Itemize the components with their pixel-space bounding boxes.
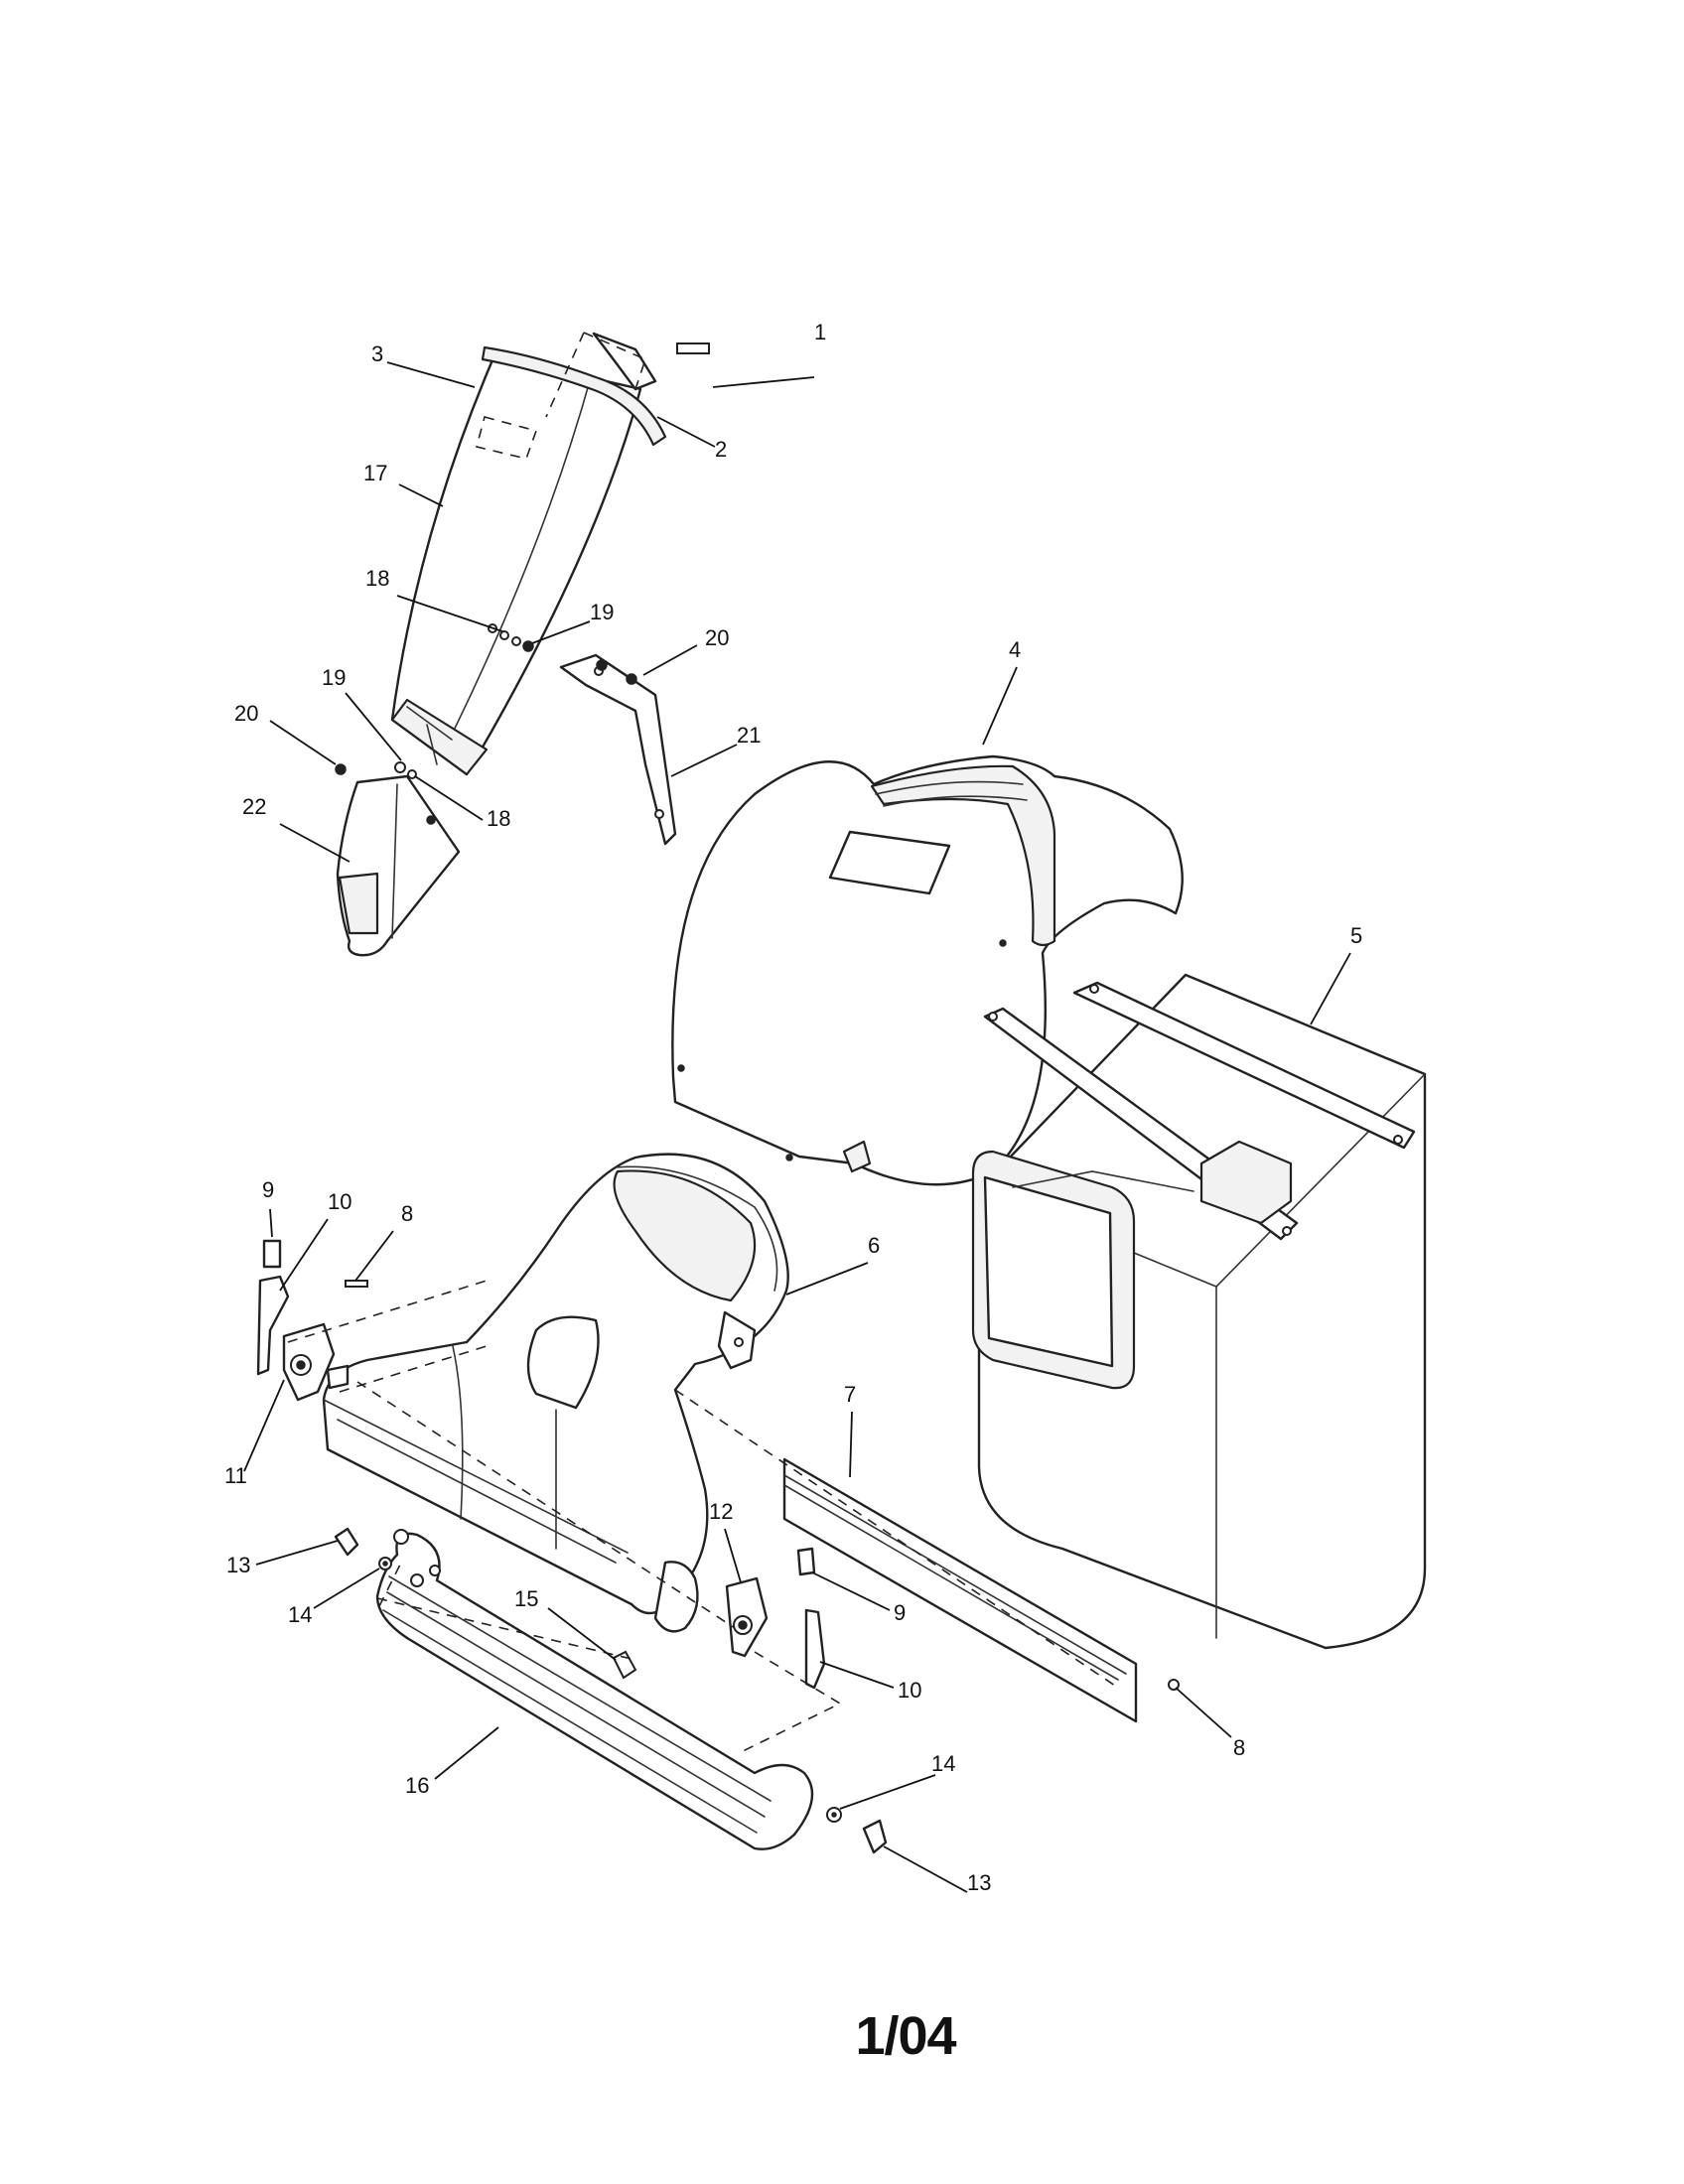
right-bracket — [725, 1547, 1180, 1691]
callout-10a: 10 — [328, 1189, 351, 1214]
callout-15: 15 — [514, 1586, 538, 1611]
callout-8b: 8 — [1233, 1735, 1245, 1760]
callout-3: 3 — [371, 341, 383, 366]
callout-20a: 20 — [705, 625, 729, 650]
chute-hardware — [335, 623, 637, 779]
callout-10b: 10 — [898, 1678, 921, 1703]
callout-labels: 1 2 3 17 18 19 20 21 19 20 18 22 4 5 9 1… — [224, 320, 1362, 1895]
callout-13a: 13 — [226, 1553, 250, 1577]
assembly-lines — [287, 1280, 1119, 1754]
callout-7: 7 — [844, 1382, 856, 1407]
callout-22: 22 — [242, 794, 266, 819]
leader-lines — [243, 361, 1351, 1893]
chute-cap — [476, 332, 710, 460]
left-bracket — [256, 1239, 368, 1402]
page-code: 1/04 — [855, 2006, 956, 2066]
callout-20b: 20 — [234, 701, 258, 726]
blower-housing — [322, 1153, 789, 1633]
callout-8a: 8 — [401, 1201, 413, 1226]
callout-5: 5 — [1350, 923, 1362, 948]
callout-9a: 9 — [262, 1177, 274, 1202]
collection-bag — [971, 973, 1427, 1650]
chute-deflector — [336, 774, 461, 957]
callout-16: 16 — [405, 1773, 429, 1798]
callout-18a: 18 — [365, 566, 389, 591]
callout-6: 6 — [868, 1233, 880, 1258]
callout-21: 21 — [737, 723, 761, 748]
housing-shroud — [671, 754, 1184, 1186]
callout-9b: 9 — [894, 1600, 906, 1625]
scraper-bar — [782, 1457, 1138, 1723]
callout-17: 17 — [363, 461, 387, 485]
discharge-chute — [390, 353, 642, 776]
chute-bracket — [559, 653, 677, 846]
auger-roller — [375, 1532, 814, 1850]
callout-19a: 19 — [590, 600, 614, 624]
callout-4: 4 — [1009, 637, 1021, 662]
callout-13b: 13 — [967, 1870, 991, 1895]
fasteners — [334, 1527, 888, 1854]
callout-2: 2 — [715, 437, 727, 462]
callout-12: 12 — [709, 1499, 733, 1524]
callout-14b: 14 — [931, 1751, 955, 1776]
callout-14a: 14 — [288, 1602, 312, 1627]
callout-1: 1 — [814, 320, 826, 344]
callout-11: 11 — [224, 1463, 247, 1488]
callout-18b: 18 — [487, 806, 510, 831]
callout-19b: 19 — [322, 665, 346, 690]
